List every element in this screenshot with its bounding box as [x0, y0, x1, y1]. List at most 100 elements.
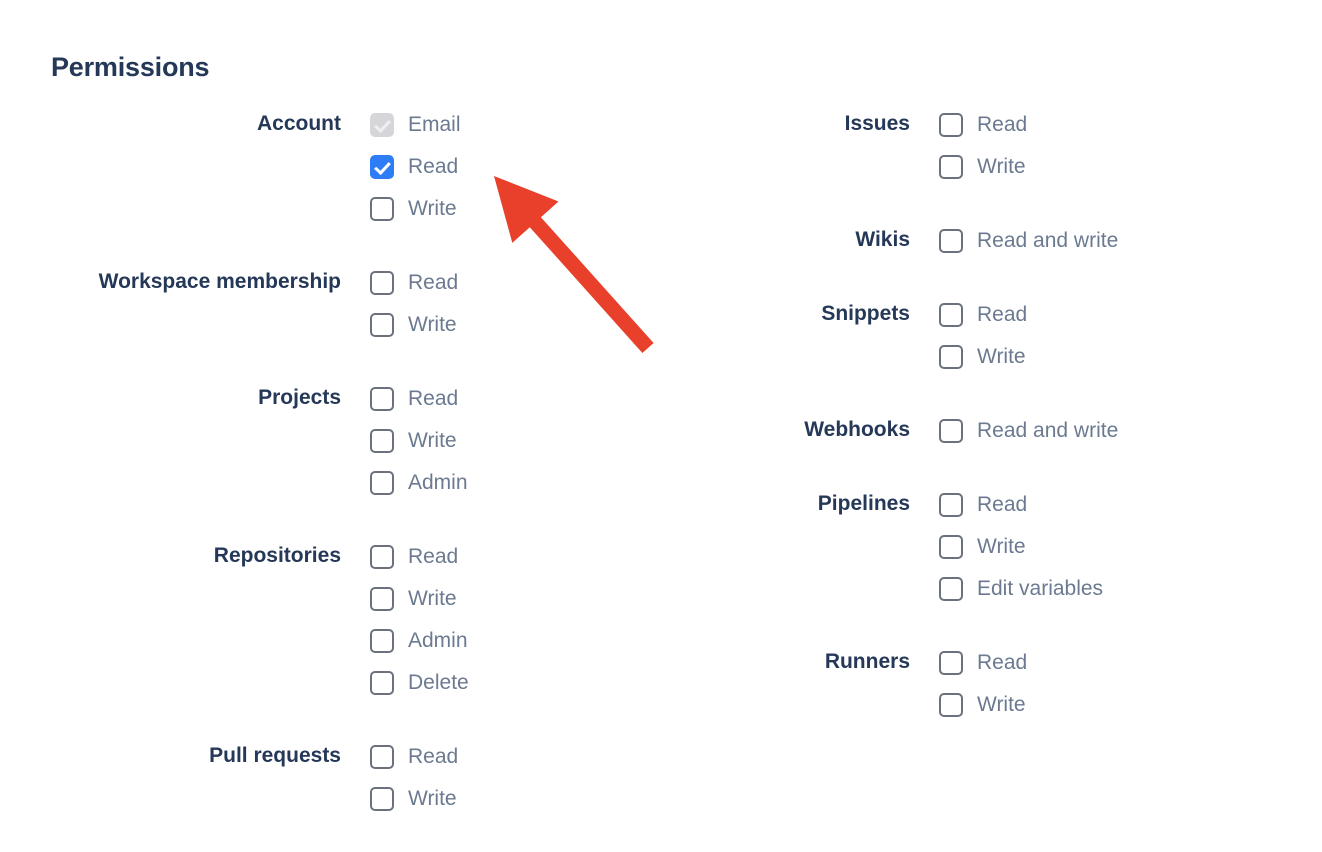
checkbox-label[interactable]: Write [408, 429, 457, 452]
page-title: Permissions [51, 52, 210, 82]
permission-group-webhooks: Webhooks Read and write [600, 410, 1300, 452]
checkbox-label[interactable]: Read [977, 303, 1028, 326]
permission-option-snippets-read: Read [939, 294, 1027, 336]
permission-option-workspace-membership-write: Write [370, 304, 458, 346]
checkbox-label[interactable]: Write [977, 155, 1026, 178]
checkbox-issues-write[interactable] [939, 155, 963, 179]
checkbox-label[interactable]: Admin [408, 629, 468, 652]
permission-group-label: Pull requests [209, 744, 341, 767]
checkbox-label[interactable]: Write [977, 693, 1026, 716]
checkbox-label[interactable]: Write [977, 535, 1026, 558]
checkbox-repositories-write[interactable] [370, 587, 394, 611]
permission-option-issues-read: Read [939, 104, 1027, 146]
permission-option-repositories-read: Read [370, 536, 469, 578]
permission-option-webhooks-read-and-write: Read and write [939, 410, 1118, 452]
checkbox-label[interactable]: Write [408, 197, 457, 220]
checkbox-snippets-write[interactable] [939, 345, 963, 369]
checkbox-runners-read[interactable] [939, 651, 963, 675]
permission-option-pipelines-read: Read [939, 484, 1103, 526]
permission-option-repositories-admin: Admin [370, 620, 469, 662]
checkbox-label[interactable]: Read [977, 651, 1028, 674]
checkbox-projects-read[interactable] [370, 387, 394, 411]
checkbox-label[interactable]: Read [977, 113, 1028, 136]
checkbox-projects-write[interactable] [370, 429, 394, 453]
permission-option-repositories-delete: Delete [370, 662, 469, 704]
checkbox-label[interactable]: Write [408, 587, 457, 610]
checkbox-label[interactable]: Read [408, 271, 459, 294]
checkbox-label[interactable]: Read [977, 493, 1028, 516]
checkbox-label[interactable]: Delete [408, 671, 469, 694]
permission-group-label: Runners [824, 650, 910, 673]
permission-option-pipelines-write: Write [939, 526, 1103, 568]
checkbox-snippets-read[interactable] [939, 303, 963, 327]
checkbox-wikis-read-and-write[interactable] [939, 229, 963, 253]
checkbox-label[interactable]: Read [408, 387, 459, 410]
checkbox-pull-requests-read[interactable] [370, 745, 394, 769]
checkbox-workspace-membership-write[interactable] [370, 313, 394, 337]
permission-option-projects-admin: Admin [370, 462, 468, 504]
checkbox-workspace-membership-read[interactable] [370, 271, 394, 295]
checkbox-label[interactable]: Edit variables [977, 577, 1104, 600]
checkbox-repositories-read[interactable] [370, 545, 394, 569]
permission-option-runners-write: Write [939, 684, 1027, 726]
permission-option-account-read: Read [370, 146, 461, 188]
checkbox-repositories-admin[interactable] [370, 629, 394, 653]
checkbox-issues-read[interactable] [939, 113, 963, 137]
permission-group-label: Pipelines [817, 492, 910, 515]
permission-option-pipelines-edit-variables: Edit variables [939, 568, 1103, 610]
checkbox-webhooks-read-and-write[interactable] [939, 419, 963, 443]
permission-group-label: Account [257, 112, 341, 135]
permission-option-projects-read: Read [370, 378, 468, 420]
permission-option-list: Read and write [910, 410, 1118, 452]
checkbox-pipelines-write[interactable] [939, 535, 963, 559]
checkbox-label[interactable]: Write [977, 345, 1026, 368]
checkbox-runners-write[interactable] [939, 693, 963, 717]
checkbox-label[interactable]: Write [408, 313, 457, 336]
permission-option-snippets-write: Write [939, 336, 1027, 378]
checkbox-pipelines-read[interactable] [939, 493, 963, 517]
checkbox-label[interactable]: Read [408, 155, 459, 178]
checkbox-label[interactable]: Read and write [977, 229, 1119, 252]
checkbox-projects-admin[interactable] [370, 471, 394, 495]
checkbox-pipelines-edit-variables[interactable] [939, 577, 963, 601]
permission-option-repositories-write: Write [370, 578, 469, 620]
checkbox-label[interactable]: Read [408, 745, 459, 768]
checkbox-label[interactable]: Admin [408, 471, 468, 494]
checkbox-label: Email [408, 113, 461, 136]
permission-group-label: Webhooks [804, 418, 910, 441]
permission-option-wikis-read-and-write: Read and write [939, 220, 1118, 262]
checkbox-account-email [370, 113, 394, 137]
permission-group-label: Issues [844, 112, 910, 135]
checkbox-label[interactable]: Read and write [977, 419, 1119, 442]
checkbox-pull-requests-write[interactable] [370, 787, 394, 811]
permission-option-account-write: Write [370, 188, 461, 230]
permission-group-label: Repositories [213, 544, 341, 567]
checkbox-label[interactable]: Write [408, 787, 457, 810]
permission-option-list: Read and write [910, 220, 1118, 262]
checkbox-account-read[interactable] [370, 155, 394, 179]
checkbox-account-write[interactable] [370, 197, 394, 221]
permission-group-label: Workspace membership [98, 270, 341, 293]
checkbox-repositories-delete[interactable] [370, 671, 394, 695]
permission-option-issues-write: Write [939, 146, 1027, 188]
permission-group-label: Projects [258, 386, 341, 409]
checkbox-label[interactable]: Read [408, 545, 459, 568]
